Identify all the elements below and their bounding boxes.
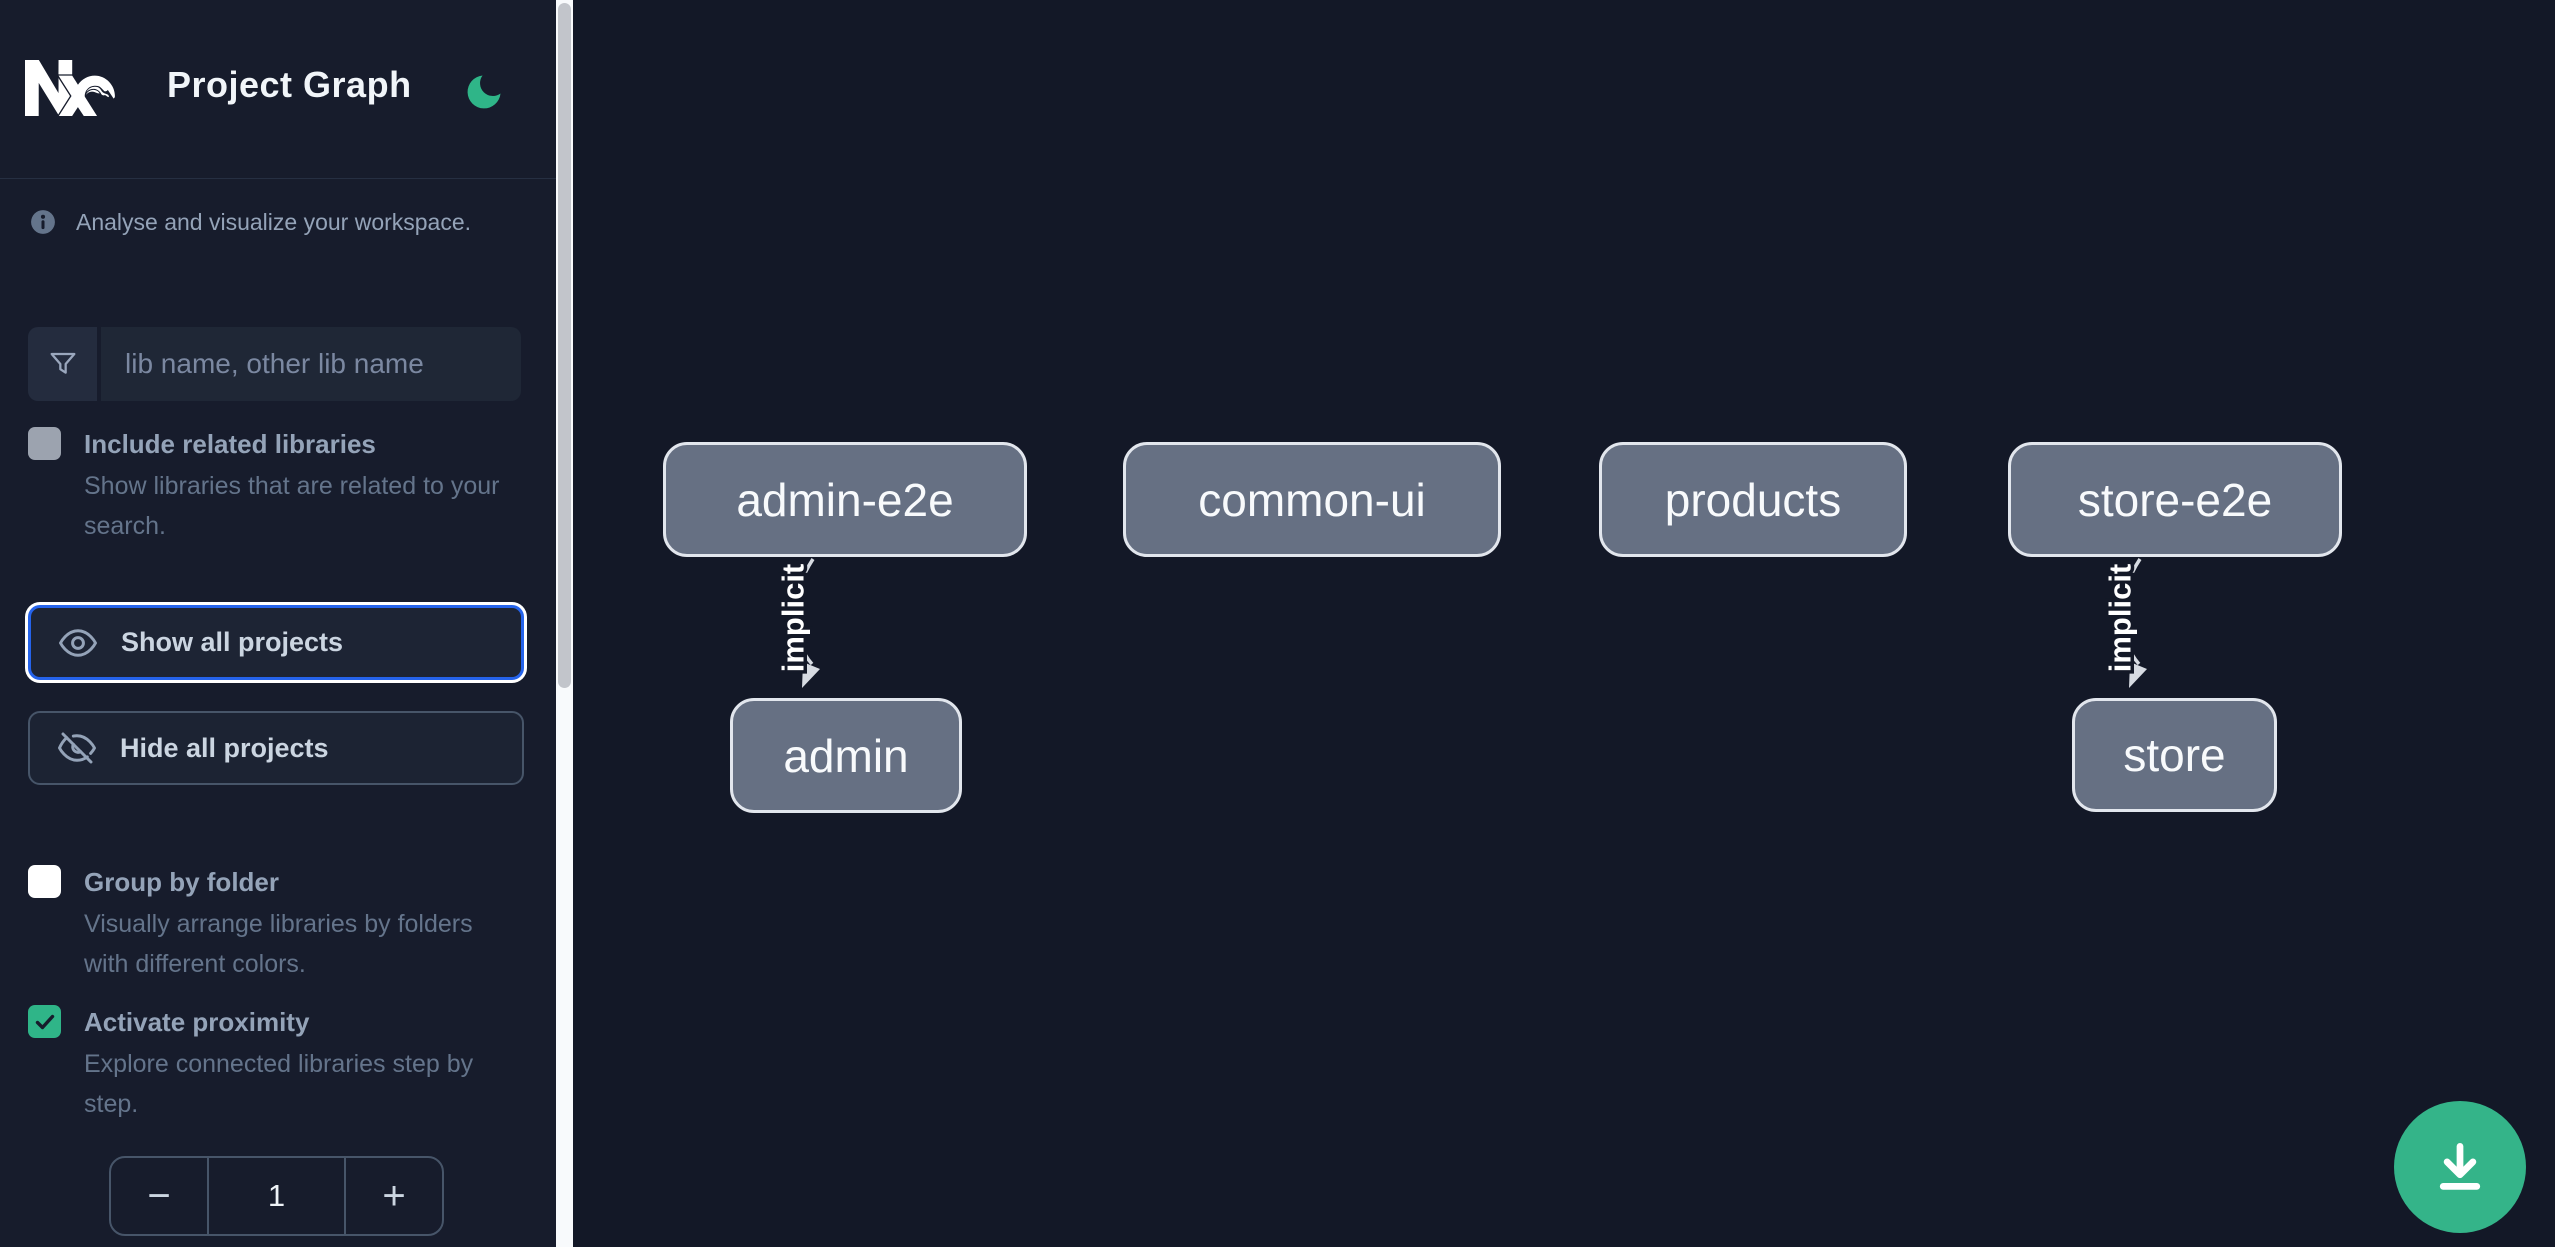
filter-funnel-icon [47, 348, 79, 380]
download-image-button[interactable] [2394, 1101, 2526, 1233]
activate-proximity-setting: Activate proximity Explore connected lib… [0, 1002, 556, 1124]
proximity-depth-stepper: − 1 + [109, 1156, 444, 1236]
page-title: Project Graph [167, 64, 412, 105]
activate-proximity-checkbox[interactable] [28, 1005, 61, 1038]
graph-node-common-ui[interactable]: common-ui [1123, 442, 1501, 557]
include-related-checkbox[interactable] [28, 427, 61, 460]
proximity-depth-value: 1 [207, 1158, 346, 1234]
edge-label: implicit [776, 564, 811, 673]
decrement-button[interactable]: − [111, 1158, 207, 1234]
increment-button[interactable]: + [346, 1158, 442, 1234]
edge-store-e2e-store: implicit [2099, 558, 2147, 688]
filter-icon-cell [28, 327, 97, 401]
theme-toggle-button[interactable] [452, 60, 516, 124]
info-text: Analyse and visualize your workspace. [76, 208, 472, 235]
nx-logo [25, 43, 115, 133]
show-all-projects-button[interactable]: Show all projects [28, 605, 524, 680]
include-related-description: Show libraries that are related to your … [84, 472, 500, 540]
check-icon [33, 1010, 57, 1034]
show-all-projects-label: Show all projects [121, 627, 344, 657]
header-divider [0, 178, 556, 179]
graph-node-store[interactable]: store [2072, 698, 2277, 812]
search-input[interactable] [101, 327, 521, 401]
sidebar-scrollbar-track[interactable] [556, 0, 573, 1247]
group-by-folder-description: Visually arrange libraries by folders wi… [84, 910, 473, 978]
download-icon [2429, 1136, 2491, 1198]
graph-node-products[interactable]: products [1599, 442, 1907, 557]
eye-icon [57, 622, 99, 664]
hide-all-projects-label: Hide all projects [120, 732, 329, 763]
graph-node-admin[interactable]: admin [730, 698, 962, 813]
search-box [28, 327, 521, 401]
graph-node-store-e2e[interactable]: store-e2e [2008, 442, 2342, 557]
edge-label: implicit [2103, 564, 2138, 673]
sidebar: Project Graph Analyse and visualize your… [0, 0, 556, 1247]
info-row: Analyse and visualize your workspace. [30, 200, 471, 244]
group-by-folder-label[interactable]: Group by folder [84, 867, 279, 897]
include-related-setting: Include related libraries Show libraries… [0, 424, 556, 546]
include-related-label[interactable]: Include related libraries [84, 429, 376, 459]
search-divider [97, 327, 101, 401]
info-icon [30, 209, 56, 235]
group-by-folder-setting: Group by folder Visually arrange librari… [0, 862, 556, 984]
moon-icon [462, 70, 506, 114]
graph-node-admin-e2e[interactable]: admin-e2e [663, 442, 1027, 557]
activate-proximity-description: Explore connected libraries step by step… [84, 1050, 474, 1118]
hide-all-projects-button[interactable]: Hide all projects [28, 711, 524, 785]
group-by-folder-checkbox[interactable] [28, 865, 61, 898]
activate-proximity-label[interactable]: Activate proximity [84, 1007, 310, 1037]
eye-off-icon [56, 727, 98, 769]
edge-admin-e2e-admin: implicit [772, 558, 820, 688]
sidebar-scrollbar-thumb[interactable] [558, 3, 571, 688]
